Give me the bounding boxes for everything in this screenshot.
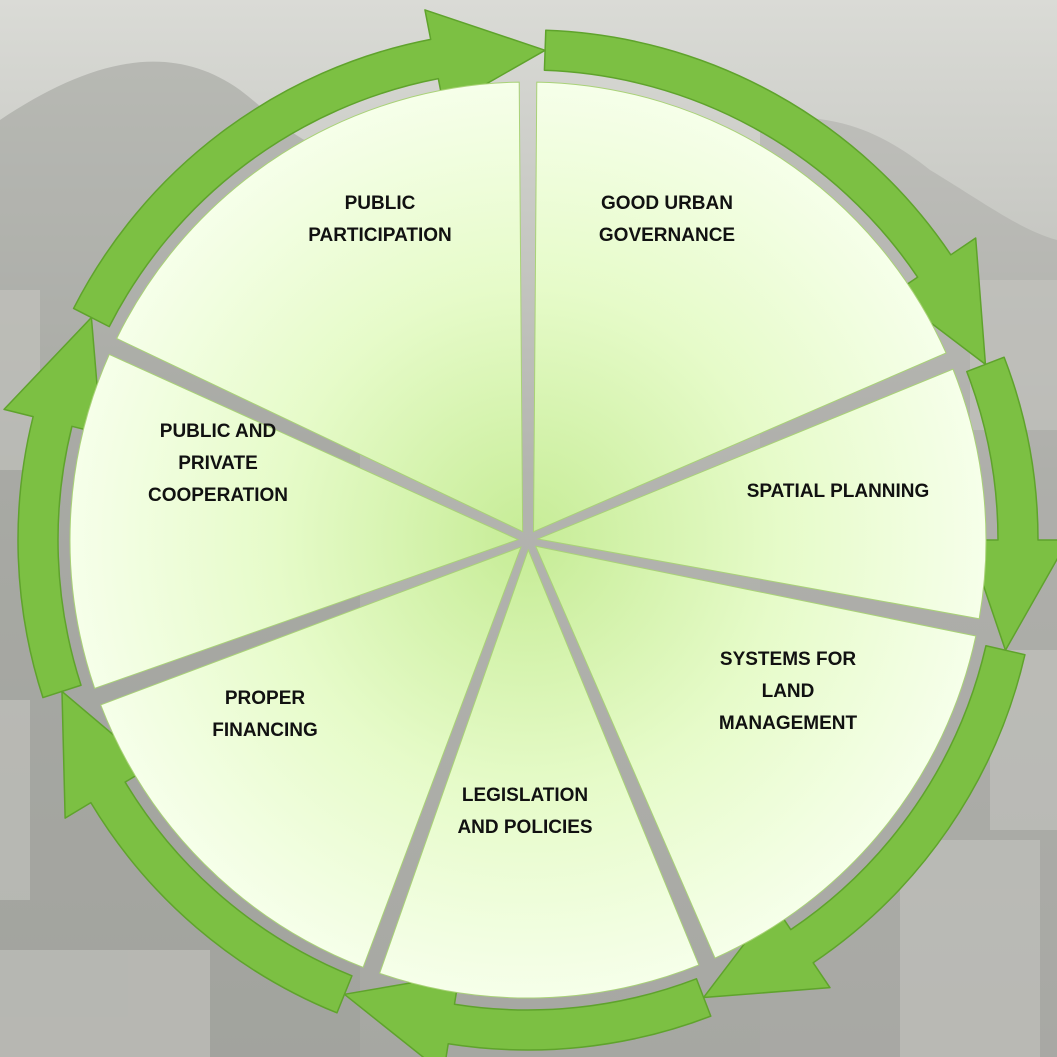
cycle-arrow-good-urban-governance [966,356,1057,651]
label-line: PARTICIPATION [308,225,452,246]
cycle-arrow-public-and-private-cooperation [72,9,546,328]
label-line: FINANCING [212,720,318,741]
segment-proper-financing [69,353,520,689]
label-line: COOPERATION [148,485,288,506]
label-spatial-planning: SPATIAL PLANNING [747,481,930,502]
label-public-and-private-cooperation: PUBLIC AND PRIVATE COOPERATION [148,421,288,506]
label-line: SPATIAL PLANNING [747,481,930,502]
label-line: GOVERNANCE [599,225,735,246]
segment-labels: PUBLIC PARTICIPATION GOOD URBAN GOVERNANCE S… [148,193,929,838]
label-line: GOOD URBAN [601,193,733,214]
label-legislation-and-policies: LEGISLATION AND POLICIES [457,785,592,838]
label-proper-financing: PROPER FINANCING [212,688,318,741]
segment-spatial-planning [534,545,977,959]
label-line: PRIVATE [178,453,258,474]
segment-wedges [69,81,987,999]
label-line: MANAGEMENT [719,713,858,734]
segment-public-participation [533,81,947,533]
label-line: AND POLICIES [457,817,592,838]
label-line: SYSTEMS FOR [720,649,856,670]
label-line: LAND [762,681,815,702]
label-public-participation: PUBLIC PARTICIPATION [308,193,452,246]
segment-good-urban-governance [536,368,987,620]
label-line: PUBLIC [345,193,416,214]
label-systems-for-land-management: SYSTEMS FOR LAND MANAGEMENT [719,649,858,734]
label-line: PROPER [225,688,306,709]
segment-legislation-and-policies [100,546,522,968]
segment-systems-for-land-management [379,548,700,999]
label-good-urban-governance: GOOD URBAN GOVERNANCE [599,193,735,246]
label-line: LEGISLATION [462,785,588,806]
label-line: PUBLIC AND [160,421,276,442]
segment-public-and-private-cooperation [116,81,524,533]
